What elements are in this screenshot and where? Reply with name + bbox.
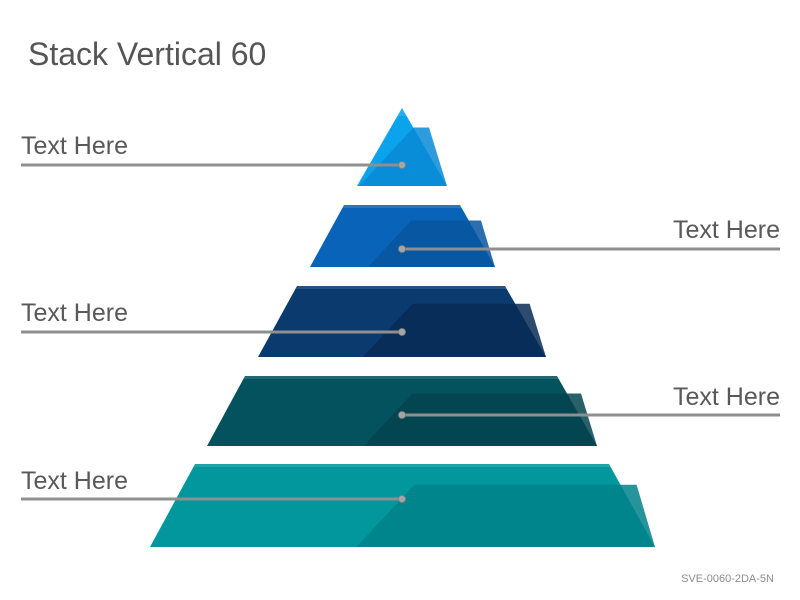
slide-title: Stack Vertical 60	[28, 36, 267, 72]
slide-code: SVE-0060-2DA-5N	[681, 573, 774, 585]
pyramid-level-1-facet	[359, 127, 447, 186]
pyramid-level-3	[21, 286, 546, 357]
level-2-label: Text Here	[673, 216, 780, 244]
pyramid-level-5	[21, 464, 655, 547]
level-2-connector-dot	[398, 245, 406, 253]
level-4-label: Text Here	[673, 383, 780, 411]
pyramid-level-2	[310, 205, 780, 267]
level-1-connector-dot	[398, 161, 406, 169]
pyramid-level-3-facet	[362, 303, 546, 357]
pyramid-level-2-facet	[367, 220, 495, 267]
level-1-label: Text Here	[21, 132, 128, 160]
pyramid-level-1	[21, 108, 447, 186]
level-3-label: Text Here	[21, 299, 128, 327]
pyramid-level-5-facet	[356, 484, 655, 547]
level-4-connector-dot	[398, 411, 406, 419]
pyramid-level-4	[207, 376, 780, 446]
level-5-connector-dot	[398, 495, 406, 503]
level-3-connector-dot	[398, 328, 406, 336]
pyramid-level-4-facet	[363, 393, 597, 446]
level-5-label: Text Here	[21, 467, 128, 495]
